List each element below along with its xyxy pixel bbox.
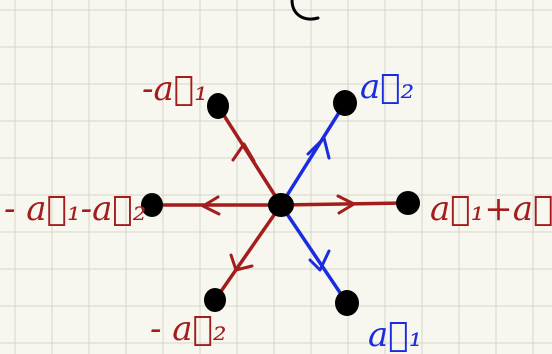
label-neg-a1-minus-a2: - a⃗₁-a⃗₂ bbox=[4, 189, 146, 229]
arrowhead-neg-a1-minus-a2 bbox=[201, 195, 221, 216]
lattice-nodes bbox=[141, 90, 420, 316]
arrowhead-neg-a2 bbox=[229, 253, 254, 272]
node-neg-a2 bbox=[204, 288, 226, 312]
node-a1-plus-a2 bbox=[396, 191, 420, 215]
arrowhead-neg-a1 bbox=[231, 142, 256, 163]
node-center bbox=[268, 193, 294, 217]
arrowhead-a2 bbox=[306, 136, 331, 160]
edge-center-to-a1-plus-a2 bbox=[279, 201, 410, 207]
label-a1-plus-a2: a⃗₁+a⃗₂ bbox=[430, 189, 552, 229]
node-a2 bbox=[333, 90, 357, 116]
arrowhead-a1 bbox=[308, 249, 331, 272]
edge-center-to-a2 bbox=[279, 101, 347, 207]
label-neg-a1: -a⃗₁ bbox=[142, 69, 208, 109]
arrowhead-a1-plus-a2 bbox=[336, 194, 356, 215]
edge-center-to-a1 bbox=[279, 203, 349, 305]
node-a1 bbox=[335, 290, 359, 316]
edge-center-to-neg-a2 bbox=[213, 203, 283, 302]
arrowheads bbox=[201, 136, 356, 272]
node-neg-a1 bbox=[207, 93, 229, 119]
label-neg-a2: - a⃗₂ bbox=[150, 309, 227, 349]
label-a2: a⃗₂ bbox=[360, 67, 414, 107]
top-partial-stroke bbox=[290, 0, 320, 21]
blue-edges bbox=[279, 101, 349, 305]
node-neg-a1-minus-a2 bbox=[141, 193, 163, 217]
label-a1: a⃗₁ bbox=[368, 315, 422, 354]
